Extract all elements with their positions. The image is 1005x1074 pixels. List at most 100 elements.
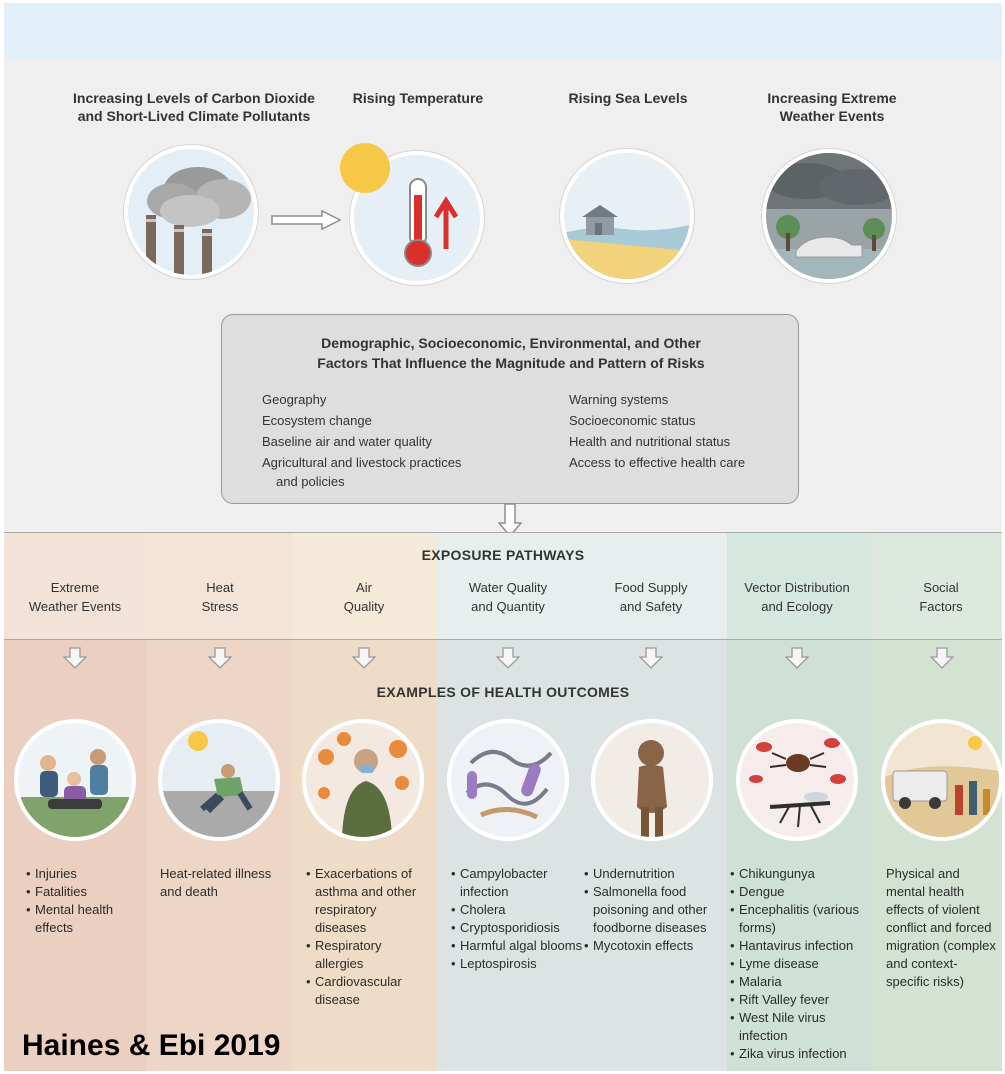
outcome-item: Zika virus infection — [730, 1045, 870, 1063]
storm-icon — [762, 149, 896, 283]
factor-item: Access to effective health care — [569, 455, 746, 470]
outcome-item: Rift Valley fever — [730, 991, 870, 1009]
column-bottom — [147, 639, 292, 1071]
down-arrow-icon — [63, 647, 87, 669]
outcome-item: Exacerbations of asthma and other respir… — [306, 865, 428, 937]
outcome-item: West Nile virus infection — [730, 1009, 870, 1045]
pathway-column-extreme-weather — [4, 533, 147, 1071]
factor-item: Baseline air and water quality — [262, 434, 432, 449]
outcome-item: Lyme disease — [730, 955, 870, 973]
pathway-column-water — [437, 533, 727, 1071]
outcomes-social: Physical and mental health effects of vi… — [886, 866, 996, 989]
factor-item: Socioeconomic status — [569, 413, 696, 428]
pathway-column-heat-stress — [147, 533, 292, 1071]
exposure-pathways-heading: EXPOSURE PATHWAYS — [421, 547, 585, 563]
outcomes-heat-stress: Heat-related illness and death — [160, 866, 272, 899]
health-outcomes-heading: EXAMPLES OF HEALTH OUTCOMES — [376, 684, 630, 700]
pathway-label-line: Stress — [201, 599, 239, 614]
pathway-label-line: Water Quality — [468, 580, 548, 595]
migration-illustration-icon — [881, 719, 1002, 841]
down-arrow-icon — [352, 647, 376, 669]
outcome-item: Hantavirus infection — [730, 937, 870, 955]
outcome-item: Injuries — [26, 865, 144, 883]
pathway-label-line: and Quantity — [471, 599, 545, 614]
outcome-item: Undernutrition — [584, 865, 726, 883]
pathway-label-line: Food Supply — [614, 580, 688, 595]
top-band — [4, 3, 1002, 60]
outcome-item: Encephalitis (various forms) — [730, 901, 870, 937]
column-top — [872, 533, 1002, 639]
down-arrow-icon — [498, 503, 522, 537]
citation: Haines & Ebi 2019 — [22, 1029, 281, 1062]
pathway-label-line: Quality — [343, 599, 385, 614]
pathway-label-vector: Vector Distribution and Ecology — [727, 578, 867, 616]
column-bottom — [872, 639, 1002, 1071]
injuries-illustration-icon — [14, 719, 136, 841]
outcomes-air-quality: Exacerbations of asthma and other respir… — [306, 865, 428, 1009]
outcome-item: Campylobacter infection — [451, 865, 583, 901]
factors-box: Demographic, Socioeconomic, Environmenta… — [221, 314, 799, 504]
factor-item: Warning systems — [569, 392, 669, 407]
down-arrow-icon — [496, 647, 520, 669]
driver-title-temperature: Rising Temperature — [352, 90, 484, 106]
factor-item: Geography — [262, 392, 327, 407]
factor-item-line2: and policies — [276, 474, 345, 489]
outcomes-water: Campylobacter infection Cholera Cryptosp… — [451, 865, 583, 973]
outcome-item: Mycotoxin effects — [584, 937, 726, 955]
outcome-item: Chikungunya — [730, 865, 870, 883]
smokestack-icon — [124, 145, 258, 279]
outcome-item: Dengue — [730, 883, 870, 901]
driver-title-sea-levels: Rising Sea Levels — [568, 90, 688, 106]
heat-illness-illustration-icon — [158, 719, 280, 841]
outcome-item: Mental health effects — [26, 901, 144, 937]
pathway-label-line: Extreme — [50, 580, 100, 595]
undernutrition-illustration-icon — [591, 719, 713, 841]
pathway-label-line: Factors — [919, 599, 963, 614]
vectors-illustration-icon — [736, 719, 858, 841]
sea-level-icon — [560, 149, 694, 283]
factors-title: Demographic, Socioeconomic, Environmenta… — [222, 333, 800, 373]
factor-item-line1: Agricultural and livestock practices — [262, 455, 462, 470]
outcome-item: Respiratory allergies — [306, 937, 428, 973]
factors-list-left: Geography Ecosystem change Baseline air … — [262, 389, 522, 490]
outcome-item: Cryptosporidiosis — [451, 919, 583, 937]
column-top — [4, 533, 147, 639]
pathway-label-water: Water Quality and Quantity — [443, 578, 573, 616]
outcome-item: Leptospirosis — [451, 955, 583, 973]
factor-item: Agricultural and livestock practices and … — [262, 452, 522, 490]
pathway-label-line: Weather Events — [28, 599, 122, 614]
factors-title-line2: Factors That Influence the Magnitude and… — [317, 355, 705, 371]
outcome-item: Malaria — [730, 973, 870, 991]
outcome-item: Cardiovascular disease — [306, 973, 428, 1009]
outcome-item: Cholera — [451, 901, 583, 919]
outcome-item: Salmonella food poisoning and other food… — [584, 883, 726, 937]
arrow-right-icon — [271, 209, 342, 231]
outcomes-vector: Chikungunya Dengue Encephalitis (various… — [730, 865, 870, 1063]
figure-frame: Increasing Levels of Carbon Dioxide and … — [4, 3, 1002, 1071]
divider — [4, 639, 1002, 640]
outcome-item: Harmful algal blooms — [451, 937, 583, 955]
outcome-item: Fatalities — [26, 883, 144, 901]
pathway-label-line: and Ecology — [761, 599, 833, 614]
respiratory-illustration-icon — [302, 719, 424, 841]
pathogens-illustration-icon — [447, 719, 569, 841]
down-arrow-icon — [208, 647, 232, 669]
column-top — [437, 533, 727, 639]
pathway-column-social — [872, 533, 1002, 1071]
column-top — [147, 533, 292, 639]
column-bottom — [437, 639, 727, 1071]
column-top — [292, 533, 437, 639]
pathway-label-line: Vector Distribution — [744, 580, 850, 595]
driver-title-extreme-weather: Increasing Extreme Weather Events — [767, 90, 897, 124]
down-arrow-icon — [785, 647, 809, 669]
factor-item: Health and nutritional status — [569, 434, 731, 449]
outcomes-food: Undernutrition Salmonella food poisoning… — [584, 865, 726, 955]
sun-icon — [340, 143, 390, 193]
pathway-label-line: Air — [356, 580, 372, 595]
pathway-label-line: Social — [923, 580, 959, 595]
